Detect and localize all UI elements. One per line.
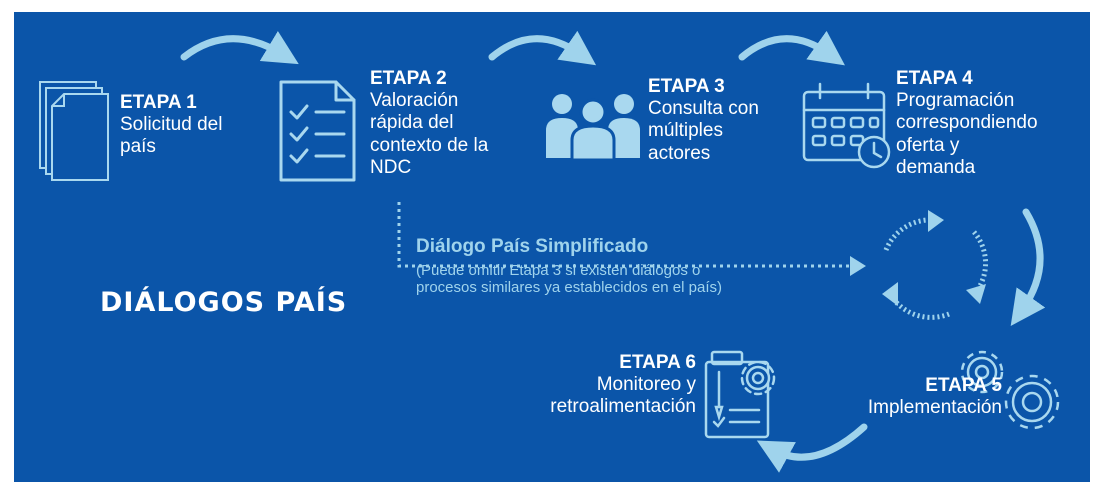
step-2-desc-line-3: contexto de la xyxy=(370,134,489,156)
shortcut-note-line-1: (Puede omitir Etapa 3 si existen diálogo… xyxy=(416,262,701,279)
step-2-desc-line-2: rápida del xyxy=(370,112,454,134)
step-6-desc-line-1: Monitoreo y xyxy=(596,374,696,396)
step-2-desc-line-1: Valoración xyxy=(370,90,459,112)
shortcut-note: (Puede omitir Etapa 3 si existen diálogo… xyxy=(416,262,722,297)
step-4-desc-line-3: oferta y xyxy=(896,134,960,156)
step-5-title: ETAPA 5 xyxy=(925,375,1002,396)
step-6-block: ETAPA 6 Monitoreo y retroalimentación xyxy=(550,352,696,419)
cycle-arrowhead-3-icon xyxy=(882,282,898,306)
step-3-desc-line-2: múltiples xyxy=(648,120,723,142)
shortcut-dotted-line xyxy=(397,202,852,268)
step-4-block: ETAPA 4 Programación correspondiendo ofe… xyxy=(896,68,1038,179)
step-2-title: ETAPA 2 xyxy=(370,68,447,89)
step-6-title: ETAPA 6 xyxy=(619,352,696,373)
step-3-block: ETAPA 3 Consulta con múltiples actores xyxy=(648,76,759,165)
step-4-desc-line-2: correspondiendo xyxy=(896,112,1038,134)
step-6-desc-line-2: retroalimentación xyxy=(550,396,696,418)
step-2-block: ETAPA 2 Valoración rápida del contexto d… xyxy=(370,68,488,179)
step-1-desc-line-1: Solicitud del xyxy=(120,114,223,136)
people-group-icon xyxy=(546,94,640,162)
diagram-panel: ETAPA 1 Solicitud del país ETAPA 2 Valor… xyxy=(14,12,1090,482)
arrow-5-6 xyxy=(756,423,868,473)
step-5-desc-line-1: Implementación xyxy=(867,397,1002,419)
arrow-4-5 xyxy=(1010,208,1046,326)
arrow-1-2 xyxy=(180,31,299,65)
cycle-arrowhead-1-icon xyxy=(928,210,944,232)
main-title: DIÁLOGOS PAÍS xyxy=(100,287,348,318)
shortcut-title: Diálogo País Simplificado xyxy=(416,236,649,257)
step-1-block: ETAPA 1 Solicitud del país xyxy=(120,92,222,159)
checklist-icon xyxy=(279,80,356,182)
step-3-desc-line-1: Consulta con xyxy=(648,98,759,120)
step-5-block: ETAPA 5 Implementación xyxy=(868,375,1002,419)
step-4-desc-line-4: demanda xyxy=(896,156,976,178)
step-3-title: ETAPA 3 xyxy=(648,76,725,97)
gears-icon xyxy=(960,350,1060,430)
shortcut-arrowhead-icon xyxy=(850,256,866,276)
arrow-2-3 xyxy=(488,30,597,66)
documents-icon xyxy=(39,81,109,181)
step-1-desc-line-2: país xyxy=(120,136,156,158)
step-2-desc-line-4: NDC xyxy=(370,156,412,178)
cycle-arrowhead-2-icon xyxy=(966,284,986,304)
arrow-3-4 xyxy=(738,30,845,66)
step-4-title: ETAPA 4 xyxy=(896,68,973,89)
cycle-icon xyxy=(883,217,989,320)
shortcut-note-line-2: procesos similares ya establecidos en el… xyxy=(416,278,722,296)
report-gear-icon xyxy=(704,350,776,439)
step-1-title: ETAPA 1 xyxy=(120,92,197,113)
step-4-desc-line-1: Programación xyxy=(896,90,1015,112)
calendar-clock-icon xyxy=(802,82,891,169)
step-3-desc-line-3: actores xyxy=(648,142,711,164)
diagram-graphics xyxy=(39,30,1060,473)
